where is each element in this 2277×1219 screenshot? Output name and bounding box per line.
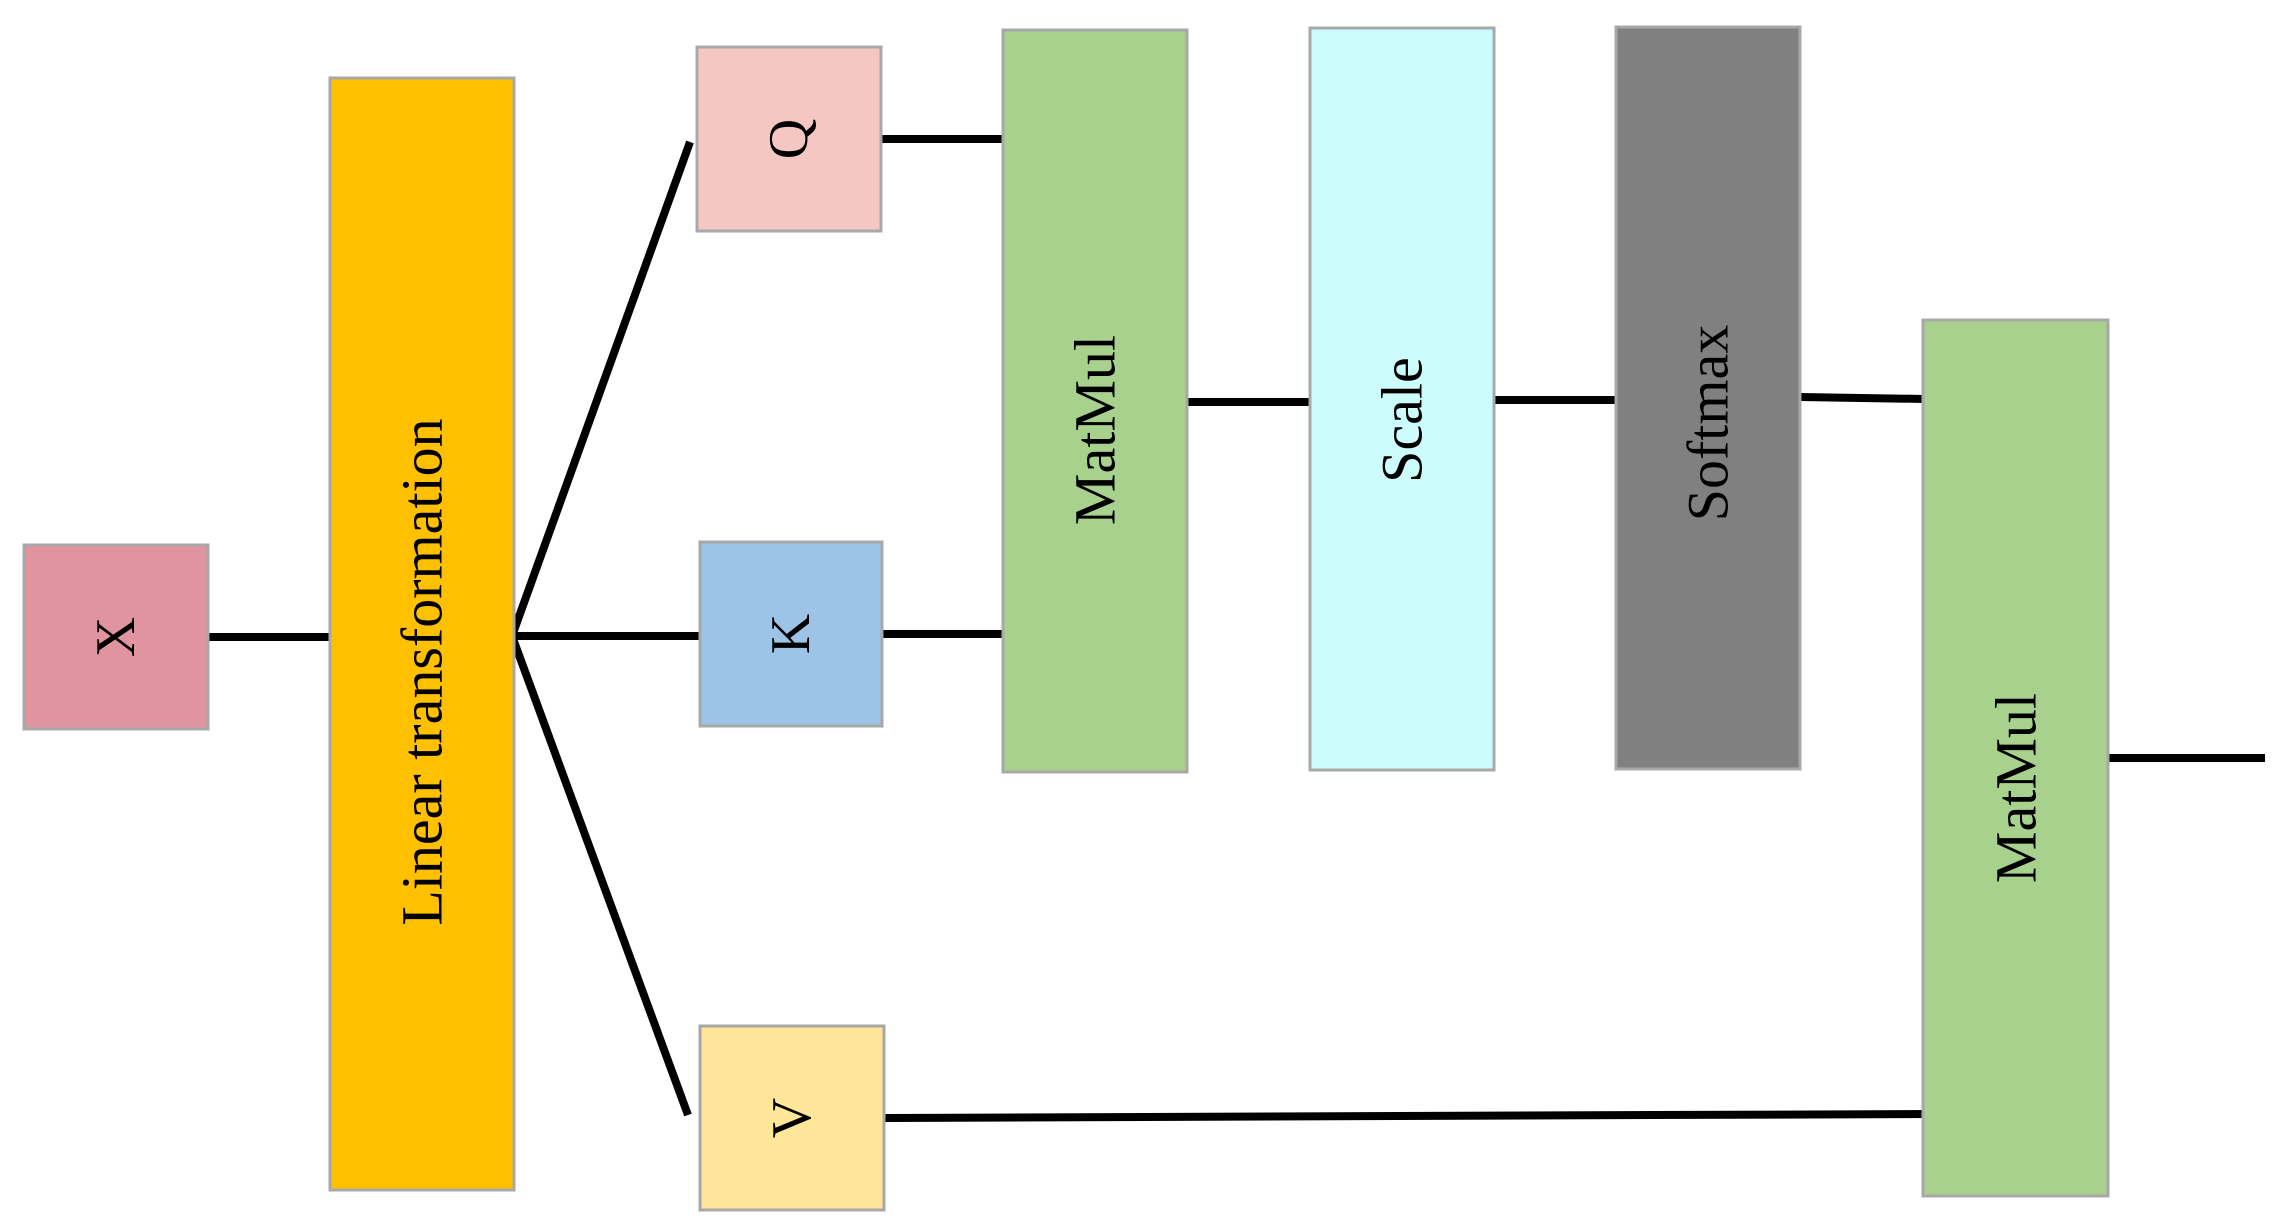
node-softmax-box — [1614, 25, 1802, 771]
node-q: Q — [695, 45, 883, 233]
node-matmul-2-box — [1921, 318, 2110, 1198]
node-v: V — [698, 1024, 886, 1212]
node-matmul-1-box — [1001, 28, 1189, 774]
node-matmul-2: MatMul — [1921, 318, 2110, 1198]
node-linear-transformation: Linear transformation — [328, 76, 516, 1192]
node-x-box — [22, 543, 210, 731]
edge-linear-to-q — [508, 140, 694, 638]
node-x-label: X — [85, 617, 147, 657]
node-matmul-2-label: MatMul — [1984, 693, 2049, 883]
edges — [205, 135, 2266, 1122]
edge-linear-to-v — [508, 634, 692, 1117]
node-x: X — [22, 543, 210, 731]
node-v-box — [698, 1024, 886, 1212]
node-v-label: V — [761, 1098, 823, 1138]
node-scale-box — [1308, 26, 1496, 772]
node-q-label: Q — [758, 119, 820, 159]
node-matmul-1: MatMul — [1001, 28, 1189, 774]
edge-v-to-matmul2 — [881, 1110, 1929, 1122]
edge-softmax-to-matmul2 — [1799, 393, 1926, 403]
node-k-label: K — [760, 614, 822, 654]
node-scale: Scale — [1308, 26, 1496, 772]
node-k-box — [698, 540, 884, 728]
node-scale-label: Scale — [1370, 357, 1435, 483]
node-k: K — [698, 540, 884, 728]
node-softmax: Softmax — [1614, 25, 1802, 771]
node-matmul-1-label: MatMul — [1063, 335, 1128, 525]
node-softmax-label: Softmax — [1676, 325, 1741, 522]
node-linear-transformation-box — [328, 76, 516, 1192]
node-linear-transformation-label: Linear transformation — [390, 418, 455, 925]
node-q-box — [695, 45, 883, 233]
